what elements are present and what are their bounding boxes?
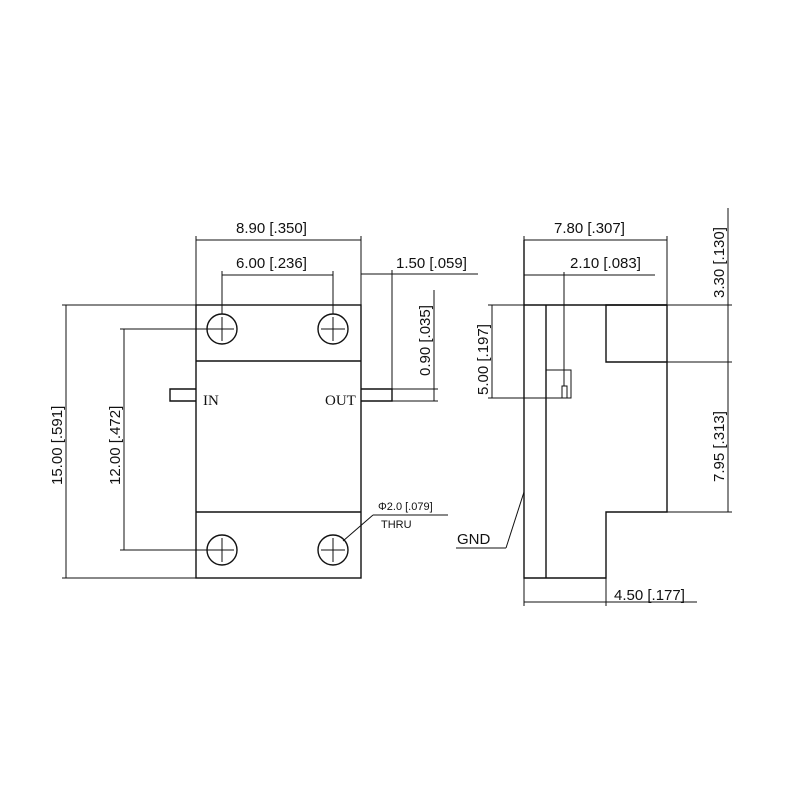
dimension-hole-spacing-y-text: 12.00 [.472] — [107, 406, 124, 485]
port-in-label: IN — [203, 393, 219, 409]
side-pin — [561, 385, 568, 399]
dimension-side-top-step-text: 3.30 [.130] — [711, 227, 728, 298]
dimension-side-pin-height: 5.00 [.197] — [475, 304, 546, 399]
dimension-pin-width: 0.90 [.035] — [392, 290, 438, 402]
dimension-pin-length-text: 1.50 [.059] — [396, 255, 467, 272]
hole-note-diameter: Φ2.0 [.079] — [378, 501, 433, 513]
dimension-side-pin-offset-text: 2.10 [.083] — [570, 255, 641, 272]
side-pin-box — [545, 369, 572, 399]
dimension-side-overall-width: 7.80 [.307] — [523, 220, 668, 305]
dimension-pin-length: 1.50 [.059] — [361, 255, 478, 389]
hole-note-callout: Φ2.0 [.079] THRU — [342, 501, 448, 542]
dimension-pin-width-text: 0.90 [.035] — [417, 305, 434, 376]
gnd-callout: GND — [456, 491, 525, 549]
dimension-overall-width-text: 8.90 [.350] — [236, 220, 307, 237]
dimension-hole-spacing-y: 12.00 [.472] — [107, 328, 222, 551]
dimension-side-overall-width-text: 7.80 [.307] — [554, 220, 625, 237]
dimension-side-base-width-text: 4.50 [.177] — [614, 587, 685, 604]
dimension-overall-height: 15.00 [.591] — [49, 304, 196, 579]
dimension-overall-width: 8.90 [.350] — [195, 220, 362, 305]
dimension-hole-spacing-x: 6.00 [.236] — [221, 255, 334, 314]
port-out-label: OUT — [325, 393, 356, 409]
dimension-overall-height-text: 15.00 [.591] — [49, 406, 66, 485]
pin-in — [169, 388, 196, 402]
front-view: IN OUT 8.90 [.350] — [49, 220, 478, 579]
side-view: 7.80 [.307] 2.10 [.083] 3.30 [.130] 7.95… — [456, 208, 732, 606]
gnd-label: GND — [457, 531, 491, 548]
dimension-side-step-height-text: 7.95 [.313] — [711, 411, 728, 482]
pin-out — [361, 388, 393, 402]
dimension-side-step-height: 7.95 [.313] — [667, 362, 732, 513]
mounting-hole-bottom-right — [317, 534, 349, 566]
dimension-side-pin-offset: 2.10 [.083] — [524, 255, 655, 386]
dimension-hole-spacing-x-text: 6.00 [.236] — [236, 255, 307, 272]
hole-note-thru: THRU — [381, 519, 412, 531]
dimension-side-base-width: 4.50 [.177] — [523, 578, 697, 606]
dimension-side-top-step: 3.30 [.130] — [667, 208, 732, 363]
dimension-side-pin-height-text: 5.00 [.197] — [475, 324, 492, 395]
mounting-hole-top-right — [317, 313, 349, 345]
front-body — [195, 304, 362, 579]
